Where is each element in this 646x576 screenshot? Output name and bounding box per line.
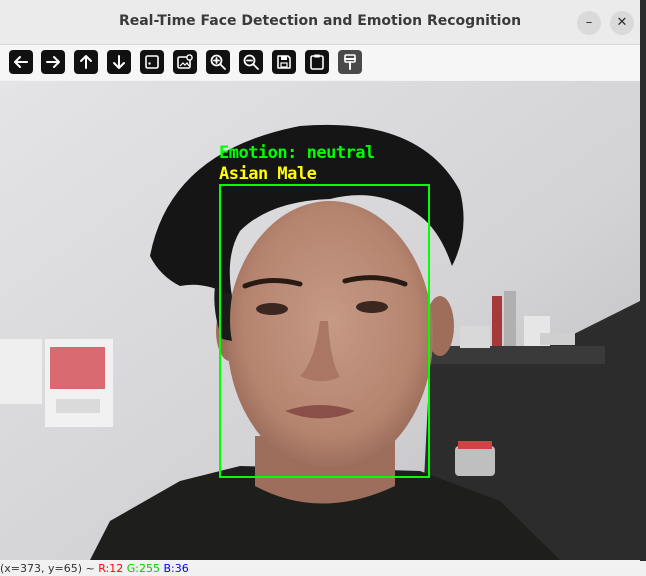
window-edge — [640, 0, 646, 561]
cursor-coordinates: (x=373, y=65) ~ — [0, 562, 95, 575]
pixel-red-value: R:12 — [98, 562, 124, 575]
copy-clipboard-button[interactable] — [305, 50, 329, 74]
properties-button[interactable] — [338, 50, 362, 74]
zoom-original-button[interactable] — [173, 50, 197, 74]
pan-right-button[interactable] — [41, 50, 65, 74]
camera-frame[interactable]: Emotion: neutral Asian Male — [0, 81, 640, 560]
arrow-down-icon — [113, 55, 125, 69]
emotion-label: Emotion: neutral — [219, 143, 375, 163]
zoom-in-button[interactable] — [206, 50, 230, 74]
title-bar: Real-Time Face Detection and Emotion Rec… — [0, 0, 640, 45]
pixel-blue-value: B:36 — [163, 562, 189, 575]
arrow-up-icon — [80, 55, 92, 69]
webcam-image — [0, 81, 640, 560]
toolbar — [0, 45, 640, 80]
zoom-out-button[interactable] — [239, 50, 263, 74]
clipboard-icon — [310, 54, 324, 70]
identity-label: Asian Male — [219, 164, 317, 184]
zoom-to-fit-button[interactable] — [140, 50, 164, 74]
arrow-right-icon — [46, 56, 60, 68]
image-fit-icon — [145, 55, 159, 69]
pixel-green-value: G:255 — [126, 562, 160, 575]
save-image-button[interactable] — [272, 50, 296, 74]
pan-left-button[interactable] — [9, 50, 33, 74]
save-icon — [277, 55, 291, 69]
minimize-button[interactable]: – — [577, 11, 601, 35]
face-bounding-box — [219, 184, 430, 478]
close-button[interactable]: ✕ — [610, 11, 634, 35]
brush-icon — [344, 54, 356, 70]
image-zoom-icon — [177, 54, 193, 69]
status-bar: (x=373, y=65) ~ R:12 G:255 B:36 — [0, 561, 646, 576]
arrow-left-icon — [14, 56, 28, 68]
zoom-out-icon — [243, 54, 259, 70]
zoom-in-icon — [210, 54, 226, 70]
pan-up-button[interactable] — [74, 50, 98, 74]
pan-down-button[interactable] — [107, 50, 131, 74]
window-title: Real-Time Face Detection and Emotion Rec… — [118, 13, 522, 29]
